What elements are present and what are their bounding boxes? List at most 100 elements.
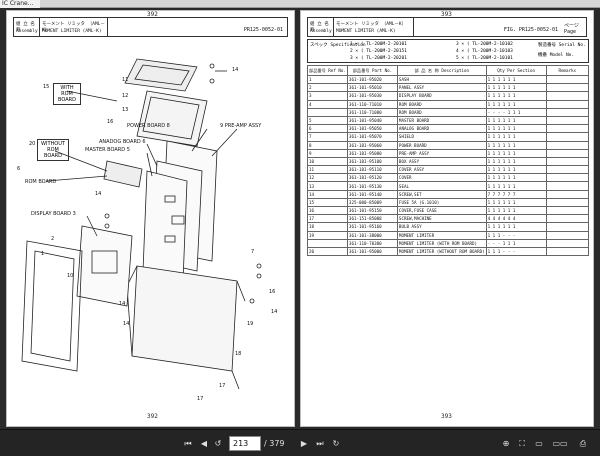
table-cell-remarks bbox=[545, 91, 590, 101]
table-cell-remarks bbox=[545, 83, 590, 93]
callout-number: 16 bbox=[107, 119, 114, 125]
table-cell-ref: 7 bbox=[307, 132, 348, 142]
table-cell-qty: 4 4 4 4 4 4 bbox=[485, 214, 547, 224]
board-chip bbox=[164, 235, 176, 243]
print-icon[interactable]: ⎙ bbox=[579, 439, 587, 448]
table-cell-part: 361-110-71010 bbox=[346, 99, 398, 109]
callout-number: 20 bbox=[29, 141, 36, 147]
model-label: 機番 Model No. bbox=[538, 53, 575, 58]
table-cell-part: 361-101-95020 bbox=[346, 74, 398, 85]
callout-number: 19 bbox=[247, 321, 254, 327]
spec-line: 4 × ( TL-200M-2-10103 bbox=[456, 49, 513, 54]
spec-line: 3 × ( TL-200M-2-20201 bbox=[350, 56, 407, 61]
table-cell-remarks bbox=[545, 205, 590, 216]
column-header: 部品番号 Part No. bbox=[346, 65, 398, 76]
table-cell-qty: - - - 1 1 1 bbox=[485, 238, 547, 248]
callout-number: 18 bbox=[235, 351, 242, 357]
callout-number: 1 bbox=[41, 251, 45, 257]
page-number-input[interactable]: 213 bbox=[229, 436, 261, 451]
table-cell-qty: 1 1 1 1 1 1 bbox=[485, 156, 547, 167]
preamp-label: 9 PRE-AMP ASSY bbox=[220, 123, 262, 129]
table-cell-qty: 1 1 1 1 1 1 bbox=[485, 99, 547, 109]
table-cell-part: 361-101-95160 bbox=[346, 222, 398, 232]
table-cell-remarks bbox=[545, 74, 590, 85]
sash-inner bbox=[30, 250, 75, 362]
table-cell-desc: COVER ASSY bbox=[396, 165, 487, 175]
table-cell-remarks bbox=[545, 115, 590, 126]
table-cell-part: 361-101-38000 bbox=[346, 230, 398, 240]
viewer-toolbar: ⏮ ◀ ↺ 213 / 379 ▶ ⏭ ↻ ⊕ ⛶ ▭ ▭▭ ⎙ bbox=[0, 429, 600, 456]
display-board bbox=[76, 225, 133, 307]
table-cell-desc: SHIELD bbox=[396, 132, 487, 142]
table-cell-desc: SCREW,MACHINE bbox=[396, 214, 487, 224]
assembly-name-en: MOMENT LIMITER (AML-K) bbox=[42, 29, 102, 34]
table-cell-qty: 1 1 1 1 1 1 bbox=[485, 83, 547, 93]
table-cell-ref: 3 bbox=[307, 91, 348, 101]
table-cell-qty: 1 1 1 1 1 1 bbox=[485, 74, 547, 85]
callout-number: 15 bbox=[43, 84, 50, 90]
table-cell-remarks bbox=[545, 99, 590, 109]
document-tab[interactable]: IC Crane... bbox=[0, 0, 40, 8]
table-cell-desc: DISPLAY BOARD bbox=[396, 91, 487, 101]
table-cell-part: 361-101-95050 bbox=[346, 124, 398, 134]
callout-number: 2 bbox=[51, 236, 55, 242]
next-page-icon[interactable]: ▶ bbox=[300, 439, 308, 448]
rom-board bbox=[103, 160, 143, 188]
single-page-icon[interactable]: ▭ bbox=[535, 439, 543, 448]
without-rom-label: WITHOUT ROM BOARD bbox=[37, 139, 69, 161]
last-page-icon[interactable]: ⏭ bbox=[316, 439, 324, 448]
table-cell-ref: 10 bbox=[307, 156, 348, 167]
table-cell-ref: 12 bbox=[307, 173, 348, 183]
table-cell-desc: ROM BOARD bbox=[396, 99, 487, 109]
table-cell-desc: ROM BOARD bbox=[396, 107, 487, 117]
column-header: Qty Per Section bbox=[485, 65, 547, 76]
seal-part bbox=[142, 96, 200, 140]
table-cell-desc: BULB ASSY bbox=[396, 222, 487, 232]
table-cell-remarks bbox=[545, 148, 590, 158]
anadog-board bbox=[142, 170, 188, 282]
page-number-bottom: 392 bbox=[147, 413, 158, 420]
two-page-icon[interactable]: ▭▭ bbox=[552, 439, 568, 448]
zoom-icon[interactable]: ⊕ bbox=[502, 439, 510, 448]
first-page-icon[interactable]: ⏮ bbox=[184, 439, 192, 448]
fit-page-icon[interactable]: ⛶ bbox=[519, 439, 525, 448]
table-cell-qty: 1 1 1 1 1 1 bbox=[485, 140, 547, 150]
table-cell-desc: BOX ASSY bbox=[396, 156, 487, 167]
rom-board-label: ROM BOARD bbox=[25, 179, 57, 185]
forward-icon[interactable]: ↻ bbox=[332, 439, 340, 448]
figure-code: FIG. PR125-0052-01 bbox=[503, 27, 558, 33]
table-cell-qty: 1 1 1 1 1 1 bbox=[485, 91, 547, 101]
table-cell-part: 361-101-95130 bbox=[346, 181, 398, 191]
table-cell-qty: 1 1 1 1 1 1 bbox=[485, 222, 547, 232]
table-cell-remarks bbox=[545, 189, 590, 199]
table-cell-desc: SEAL bbox=[396, 181, 487, 191]
callout-number: 10 bbox=[67, 273, 74, 279]
table-cell-part: 361-101-95060 bbox=[346, 140, 398, 150]
spec-line: 3 × ( TL-200M-2-10102 bbox=[456, 42, 513, 47]
table-cell-desc: POWER BOARD bbox=[396, 140, 487, 150]
table-cell-part: 361-101-95100 bbox=[346, 156, 398, 167]
table-cell-remarks bbox=[545, 214, 590, 224]
callout-number: 14 bbox=[123, 321, 130, 327]
previous-page-icon[interactable]: ◀ bbox=[200, 439, 208, 448]
table-cell-part: 361-101-95080 bbox=[346, 148, 398, 158]
callout-number: 17 bbox=[197, 396, 204, 402]
display-board-label: DISPLAY BOARD 3 bbox=[31, 211, 76, 217]
callout-number: 11 bbox=[122, 77, 129, 83]
table-cell-ref: 14 bbox=[307, 189, 348, 199]
table-cell-ref: 6 bbox=[307, 124, 348, 134]
table-cell-part: 361-101-95000 bbox=[346, 246, 398, 257]
document-viewer[interactable]: 392 組 立 名 称 Assembly モーメント リミッタ （AML－K） … bbox=[0, 8, 600, 429]
board-chip bbox=[171, 215, 185, 225]
back-icon[interactable]: ↺ bbox=[214, 439, 222, 448]
table-cell-ref: 15 bbox=[307, 197, 348, 208]
table-cell-ref: 16 bbox=[307, 205, 348, 216]
table-cell-qty: 1 1 1 1 1 1 bbox=[485, 205, 547, 216]
